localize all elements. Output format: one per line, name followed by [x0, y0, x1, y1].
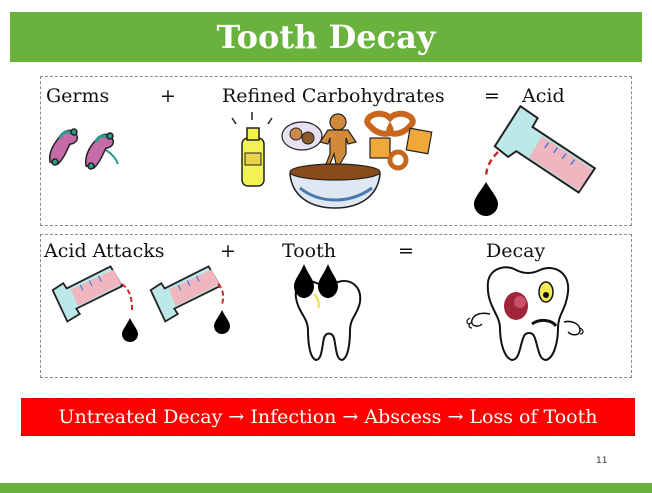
germ-icon	[46, 122, 136, 172]
snack-food-icon	[230, 108, 440, 213]
equals-sign: =	[484, 85, 500, 107]
acid-flask-icon	[52, 270, 152, 342]
progression-banner: Untreated Decay → Infection → Abscess → …	[21, 398, 635, 436]
term-acid: Acid	[522, 85, 565, 107]
acid-drop-icon	[474, 182, 498, 216]
term-germs: Germs	[46, 85, 109, 107]
acid-flask-icon	[470, 112, 620, 217]
equals-sign: =	[398, 240, 414, 262]
acid-drop-icon	[122, 318, 138, 342]
decayed-tooth-icon	[460, 262, 590, 366]
plus-sign: +	[160, 85, 176, 107]
slide-title: Tooth Decay	[217, 18, 436, 56]
term-decay: Decay	[486, 240, 545, 262]
plus-sign: +	[220, 240, 236, 262]
term-acid-attacks: Acid Attacks	[44, 240, 165, 262]
bottle-icon	[232, 112, 272, 186]
page-number: 11	[596, 456, 607, 466]
title-bar: Tooth Decay	[10, 12, 642, 62]
footer-bar	[0, 483, 652, 493]
acid-drop-icon	[214, 310, 230, 334]
term-tooth: Tooth	[282, 240, 336, 262]
acid-flask-icon	[150, 270, 250, 342]
progression-text: Untreated Decay → Infection → Abscess → …	[59, 406, 598, 428]
term-refined-carbohydrates: Refined Carbohydrates	[222, 85, 445, 107]
tooth-icon	[290, 264, 370, 364]
